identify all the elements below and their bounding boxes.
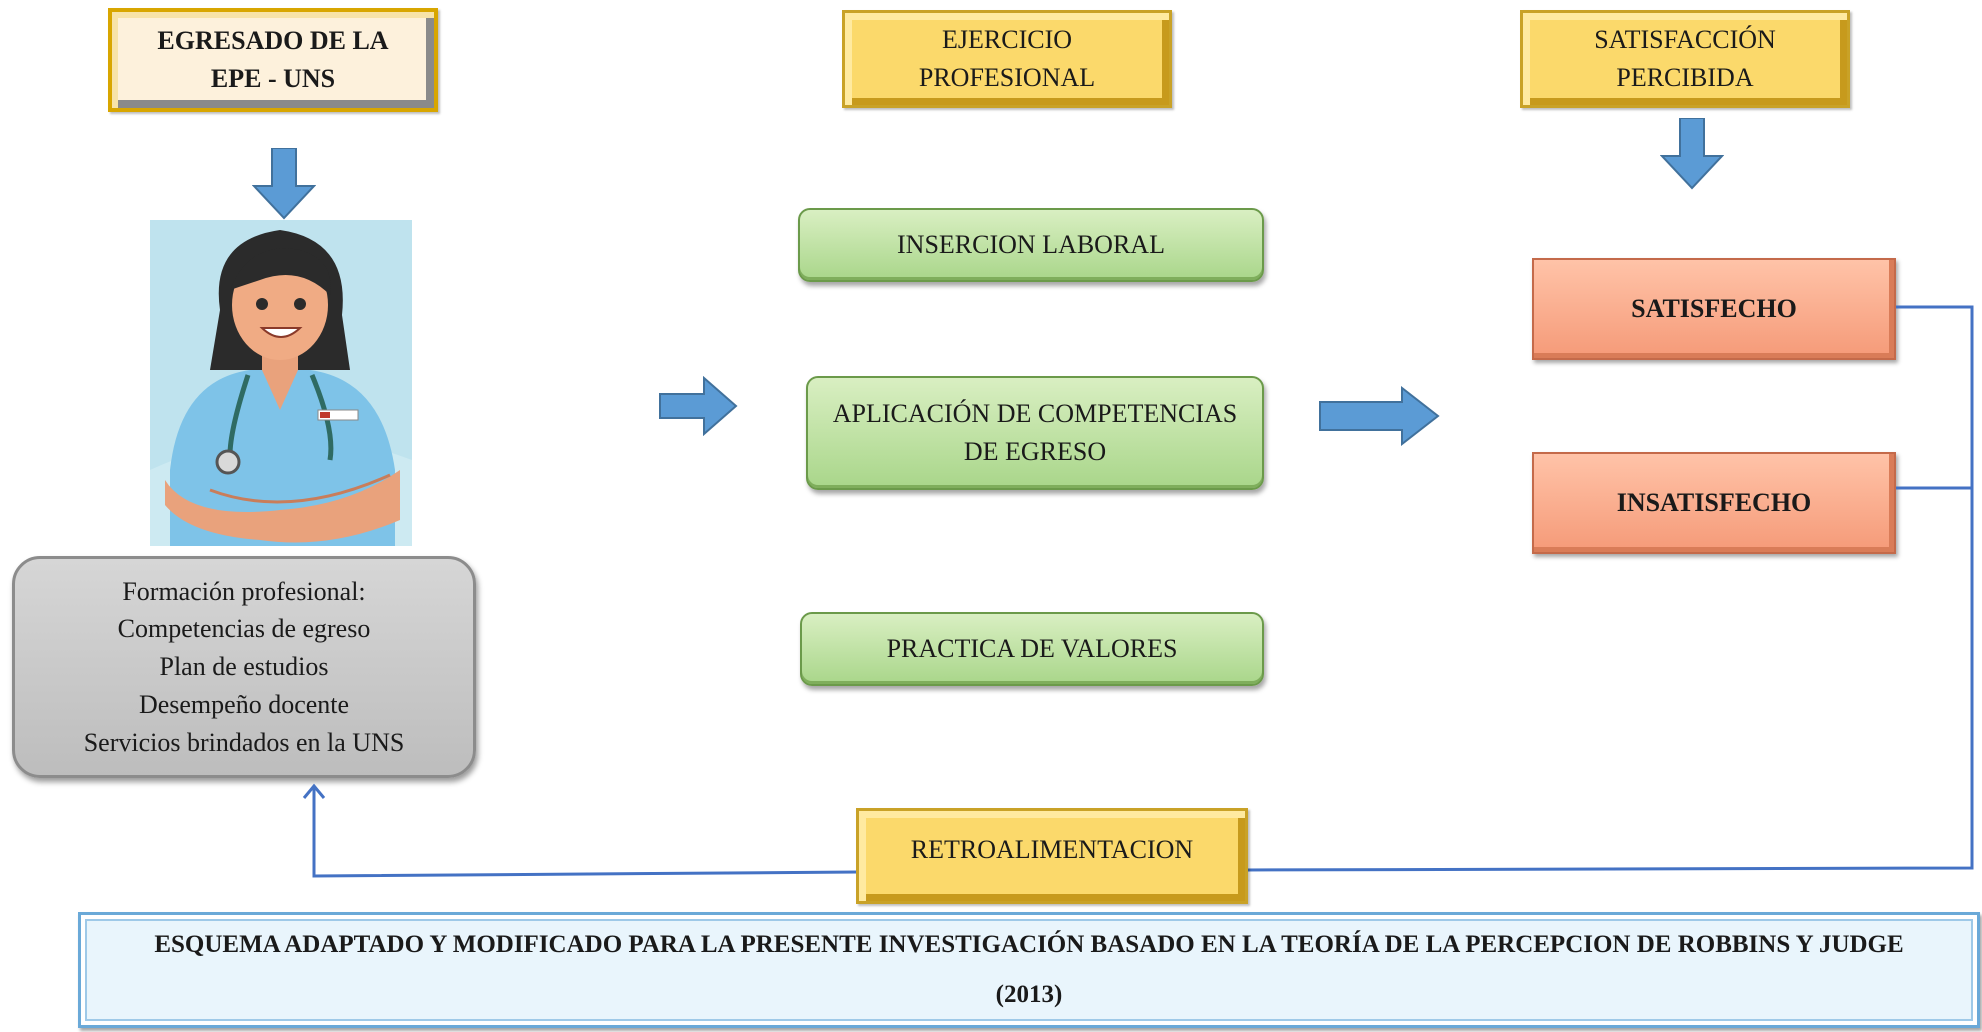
feedback-box: RETROALIMENTACION xyxy=(856,808,1248,904)
training-box: Formación profesional: Competencias de e… xyxy=(12,556,476,778)
satisfied-box: SATISFECHO xyxy=(1532,258,1896,360)
graduate-box: EGRESADO DE LA EPE - UNS xyxy=(108,8,438,112)
training-item: Desempeño docente xyxy=(138,689,350,719)
footer-caption: ESQUEMA ADAPTADO Y MODIFICADO PARA LA PR… xyxy=(78,912,1980,1028)
graduate-label: EGRESADO DE LA EPE - UNS xyxy=(157,26,389,93)
satisfied-label: SATISFECHO xyxy=(1631,294,1797,324)
practice-box: EJERCICIO PROFESIONAL xyxy=(842,10,1172,108)
competencies-label: APLICACIÓN DE COMPETENCIAS DE EGRESO xyxy=(832,399,1238,466)
unsatisfied-box: INSATISFECHO xyxy=(1532,452,1896,554)
down-arrow-icon xyxy=(1659,117,1725,195)
training-item: Servicios brindados en la UNS xyxy=(83,727,405,757)
satisfaction-label: SATISFACCIÓN PERCIBIDA xyxy=(1594,25,1776,92)
right-arrow-icon xyxy=(1318,385,1440,451)
labor-insertion-box: INSERCION LABORAL xyxy=(798,208,1264,282)
competencies-box: APLICACIÓN DE COMPETENCIAS DE EGRESO xyxy=(806,376,1264,490)
down-arrow-icon xyxy=(251,147,317,225)
training-item: Competencias de egreso xyxy=(117,614,371,644)
values-box: PRACTICA DE VALORES xyxy=(800,612,1264,686)
training-item: Formación profesional: xyxy=(122,576,366,606)
nurse-illustration xyxy=(150,220,412,546)
values-label: PRACTICA DE VALORES xyxy=(886,634,1178,664)
footer-text: ESQUEMA ADAPTADO Y MODIFICADO PARA LA PR… xyxy=(154,931,1904,1008)
right-arrow-icon xyxy=(658,375,738,441)
satisfaction-box: SATISFACCIÓN PERCIBIDA xyxy=(1520,10,1850,108)
labor-insertion-label: INSERCION LABORAL xyxy=(897,230,1165,260)
training-item: Plan de estudios xyxy=(159,652,329,682)
feedback-label: RETROALIMENTACION xyxy=(910,835,1194,864)
practice-label: EJERCICIO PROFESIONAL xyxy=(918,25,1096,92)
unsatisfied-label: INSATISFECHO xyxy=(1616,488,1812,518)
